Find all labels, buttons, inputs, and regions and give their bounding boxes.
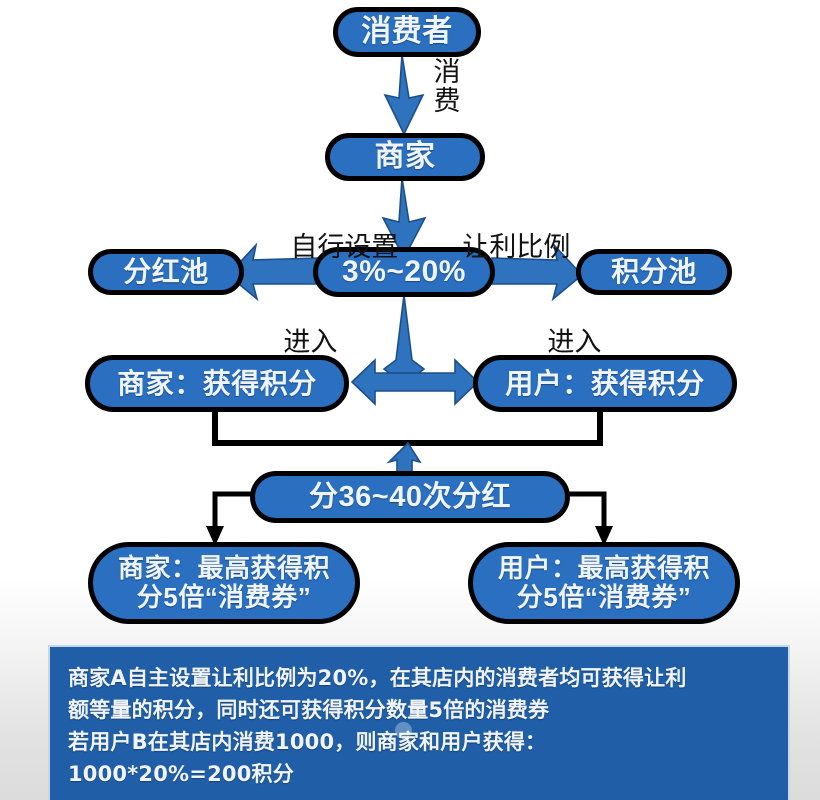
node-dividend-pool[interactable]: 分红池	[88, 249, 244, 295]
node-consumer-label: 消费者	[361, 15, 453, 49]
edge-label-consume-text: 消费	[433, 57, 461, 118]
node-merchant-voucher-line2: 分5倍“消费券”	[136, 582, 312, 612]
watermark-dot	[395, 722, 412, 739]
node-user-voucher-line2: 分5倍“消费券”	[516, 582, 692, 612]
node-merchant[interactable]: 商家	[325, 133, 485, 181]
summary-line-2: 额等量的积分，同时还可获得积分数量5倍的消费券	[68, 697, 550, 722]
edge-label-self-set-text: 自行设置	[290, 232, 399, 263]
connector-dividend-to-merchant-voucher	[212, 491, 253, 530]
node-points-pool[interactable]: 积分池	[576, 249, 732, 295]
node-merchant-points-label: 商家：获得积分	[117, 367, 317, 399]
node-user-points[interactable]: 用户：获得积分	[473, 355, 737, 412]
node-user-points-label: 用户：获得积分	[505, 367, 705, 399]
node-merchant-label: 商家	[374, 140, 436, 174]
node-points-pool-label: 积分池	[611, 256, 697, 288]
edge-label-enter-left: 进入	[249, 289, 337, 390]
edge-label-self-set: 自行设置	[256, 194, 398, 295]
node-consumer[interactable]: 消费者	[333, 7, 481, 57]
edge-label-profit-ratio-text: 让利比例	[462, 232, 571, 263]
connector-dividend-to-user-voucher	[566, 491, 607, 530]
summary-line-4: 1000*20%=200积分	[68, 761, 294, 786]
node-merchant-voucher-line1: 商家：最高获得积	[117, 552, 330, 583]
connector-points-to-dividend	[212, 412, 603, 446]
node-dividend-rounds[interactable]: 分36~40次分红	[250, 471, 570, 523]
node-user-voucher-line1: 用户：最高获得积	[497, 552, 710, 583]
arrow-consumer-to-merchant	[383, 54, 425, 136]
edge-label-enter-left-text: 进入	[283, 327, 338, 358]
edge-label-enter-right-text: 进入	[547, 327, 602, 358]
edge-label-profit-ratio: 让利比例	[428, 194, 570, 295]
node-merchant-points[interactable]: 商家：获得积分	[85, 355, 349, 412]
node-dividend-rounds-label: 分36~40次分红	[309, 480, 511, 513]
edge-label-enter-right: 进入	[513, 289, 601, 390]
arrow-ratio-down	[382, 294, 426, 387]
node-merchant-voucher[interactable]: 商家：最高获得积 分5倍“消费券”	[88, 542, 360, 624]
arrow-points-exchange	[350, 358, 480, 406]
summary-line-1: 商家A自主设置让利比例为20%，在其店内的消费者均可获得让利	[68, 666, 687, 690]
node-user-voucher[interactable]: 用户：最高获得积 分5倍“消费券”	[468, 542, 740, 624]
edge-label-consume: 消费	[432, 58, 462, 116]
summary-line-3: 若用户B在其店内消费1000，则商家和用户获得：	[68, 729, 547, 754]
summary-panel: 商家A自主设置让利比例为20%，在其店内的消费者均可获得让利 额等量的积分，同时…	[48, 645, 790, 800]
node-ratio-label: 3%~20%	[342, 255, 466, 289]
node-dividend-pool-label: 分红池	[123, 256, 209, 288]
